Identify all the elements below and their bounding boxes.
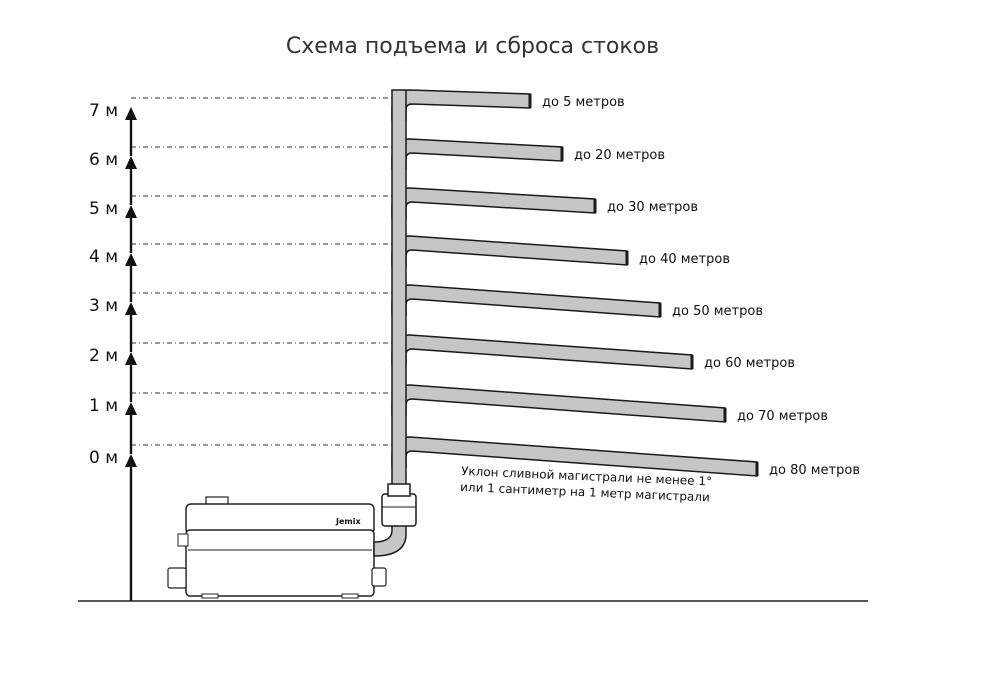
- pipe-body: [391, 334, 693, 370]
- level-label: 2 м: [89, 346, 118, 366]
- level-arrow: [125, 205, 137, 218]
- pipe-body: [391, 284, 661, 318]
- pipe-distance-label: до 50 метров: [672, 304, 763, 319]
- pipe-branch: до 20 метров: [391, 138, 665, 170]
- pipe-body: [391, 235, 628, 267]
- level-arrow: [125, 107, 137, 120]
- riser-pipe: [391, 89, 407, 487]
- level-label: 6 м: [89, 150, 118, 170]
- level-arrow: [125, 253, 137, 266]
- level-label: 3 м: [89, 296, 118, 316]
- pipe-branch: до 5 метров: [391, 89, 625, 121]
- pump-unit: Jemix: [167, 496, 387, 599]
- pipe-body: [391, 384, 726, 423]
- level-label: 5 м: [89, 199, 118, 219]
- pipe-distance-label: до 5 метров: [542, 95, 625, 110]
- pipe-distance-label: до 60 метров: [704, 356, 795, 371]
- level-label: 1 м: [89, 396, 118, 416]
- level-label: 4 м: [89, 247, 118, 267]
- pipe-distance-label: до 80 метров: [769, 463, 860, 478]
- level-arrow: [125, 156, 137, 169]
- pipe-branch: до 50 метров: [391, 284, 763, 319]
- pump-brand: Jemix: [335, 517, 361, 526]
- level-arrow: [125, 352, 137, 365]
- pipe-distance-label: до 30 метров: [607, 200, 698, 215]
- level-arrow: [125, 402, 137, 415]
- level-label: 0 м: [89, 448, 118, 468]
- pipe-distance-label: до 40 метров: [639, 252, 730, 267]
- pipe-distance-label: до 70 метров: [737, 409, 828, 424]
- pipe-branch: до 40 метров: [391, 235, 730, 267]
- level-arrow: [125, 454, 137, 467]
- pipe-body: [391, 89, 531, 121]
- diagram-title: Схема подъема и сброса стоков: [285, 34, 660, 59]
- pipe-branch: до 60 метров: [391, 334, 795, 371]
- level-arrow: [125, 302, 137, 315]
- pipe-branch: до 30 метров: [391, 187, 698, 219]
- pipe-body: [391, 187, 596, 219]
- check-valve: [373, 483, 417, 557]
- level-label: 7 м: [89, 101, 118, 121]
- pipe-distance-label: до 20 метров: [574, 148, 665, 163]
- pipe-branch: до 70 метров: [391, 384, 828, 424]
- pipe-body: [391, 138, 563, 170]
